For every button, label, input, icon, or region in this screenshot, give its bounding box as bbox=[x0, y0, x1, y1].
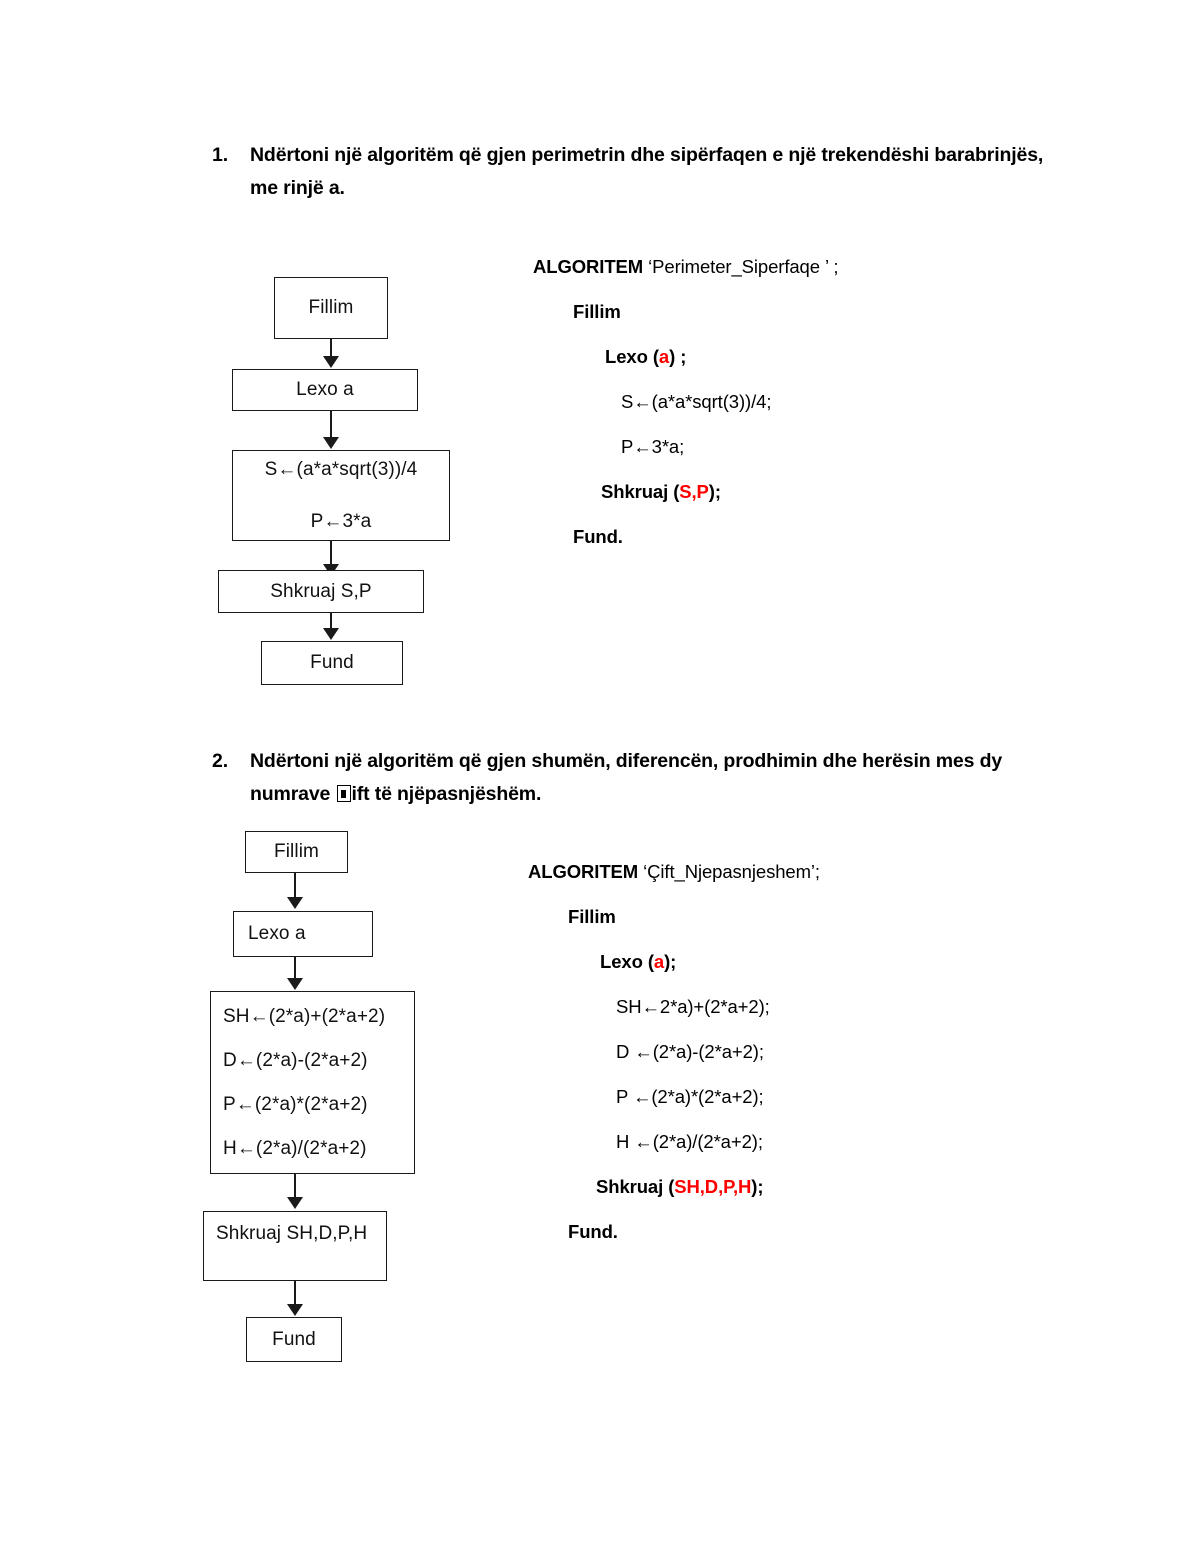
question-2-number: 2. bbox=[212, 750, 228, 772]
pseudocode-2: ALGORITEM ‘Çift_Njepasnjeshem’; Fillim L… bbox=[528, 861, 958, 1243]
pseudocode-2-write-tail: ); bbox=[751, 1176, 764, 1197]
flowchart-2-box-output: Shkruaj SH,D,P,H bbox=[203, 1211, 387, 1281]
pseudocode-1-write-vars: S,P bbox=[679, 481, 709, 502]
pseudocode-2-begin: Fillim bbox=[568, 906, 616, 927]
pseudocode-1-read-var: a bbox=[658, 346, 670, 367]
flowchart-2-input-label: Lexo a bbox=[248, 923, 306, 944]
flowchart-1-end-label: Fund bbox=[310, 652, 354, 673]
flowchart-2-arrow-2 bbox=[294, 957, 297, 979]
pseudocode-2-read-tail: ); bbox=[664, 951, 677, 972]
pseudocode-2-write-keyword: Shkruaj ( bbox=[596, 1176, 675, 1197]
flowchart-1-start-label: Fillim bbox=[308, 297, 354, 318]
flowchart-1-process-line-2: P←3*a bbox=[310, 510, 372, 532]
flowchart-1-box-input: Lexo a bbox=[232, 369, 418, 411]
pseudocode-1-assign-1: S←(a*a*sqrt(3))/4; bbox=[621, 391, 772, 412]
pseudocode-1-end: Fund. bbox=[573, 526, 623, 547]
flowchart-1-arrow-4 bbox=[330, 613, 333, 629]
flowchart-1-arrow-2 bbox=[330, 411, 333, 438]
pseudocode-2-title-name: ‘Çift_Njepasnjeshem’; bbox=[643, 861, 820, 882]
question-2-text-part-a: Ndërtoni një algoritëm që gjen shumën, d… bbox=[250, 750, 1003, 805]
pseudocode-2-title: ALGORITEM ‘Çift_Njepasnjeshem’; bbox=[528, 861, 958, 883]
pseudocode-2-read-keyword: Lexo ( bbox=[600, 951, 654, 972]
flowchart-2-box-start: Fillim bbox=[245, 831, 348, 873]
pseudocode-2-assign-3: P ←(2*a)*(2*a+2); bbox=[616, 1086, 764, 1107]
pseudocode-2-write-vars: SH,D,P,H bbox=[674, 1176, 752, 1197]
flowchart-1-process-line-1: S←(a*a*sqrt(3))/4 bbox=[264, 458, 418, 480]
pseudocode-1-begin: Fillim bbox=[573, 301, 621, 322]
question-1: 1. Ndërtoni një algoritëm që gjen perime… bbox=[212, 139, 1045, 205]
pseudocode-1-write-tail: ); bbox=[708, 481, 721, 502]
flowchart-2-output-label: Shkruaj SH,D,P,H bbox=[216, 1223, 368, 1244]
pseudocode-1-read-tail: ) ; bbox=[669, 346, 687, 367]
pseudocode-2-read-var: a bbox=[653, 951, 665, 972]
flowchart-2-process-line-1: SH←(2*a)+(2*a+2) bbox=[223, 1005, 386, 1027]
flowchart-1-arrow-1 bbox=[330, 339, 333, 357]
flowchart-2-box-process: SH←(2*a)+(2*a+2) D←(2*a)-(2*a+2) P←(2*a)… bbox=[210, 991, 415, 1174]
flowchart-1-box-start: Fillim bbox=[274, 277, 388, 339]
flowchart-2-process-line-2: D←(2*a)-(2*a+2) bbox=[223, 1049, 368, 1071]
flowchart-1-output-label: Shkruaj S,P bbox=[270, 580, 372, 602]
question-2: 2. Ndërtoni një algoritëm që gjen shumën… bbox=[212, 745, 1045, 811]
question-1-number: 1. bbox=[212, 144, 228, 166]
flowchart-2-process-line-3: P←(2*a)*(2*a+2) bbox=[223, 1093, 368, 1115]
pseudocode-2-assign-4: H ←(2*a)/(2*a+2); bbox=[616, 1131, 763, 1152]
question-1-text: Ndërtoni një algoritëm që gjen perimetri… bbox=[250, 144, 1044, 199]
question-2-text: Ndërtoni një algoritëm që gjen shumën, d… bbox=[250, 745, 1045, 811]
pseudocode-2-write: Shkruaj (SH,D,P,H); bbox=[596, 1176, 958, 1198]
pseudocode-1-title-name: ‘Perimeter_Siperfaqe ’ ; bbox=[648, 256, 839, 277]
pseudocode-2-assign-2: D ←(2*a)-(2*a+2); bbox=[616, 1041, 764, 1062]
flowchart-1-box-output: Shkruaj S,P bbox=[218, 570, 424, 613]
pseudocode-1-title: ALGORITEM ‘Perimeter_Siperfaqe ’ ; bbox=[533, 256, 963, 278]
flowchart-1-box-end: Fund bbox=[261, 641, 403, 685]
flowchart-1-input-label: Lexo a bbox=[296, 379, 354, 400]
pseudocode-1-title-keyword: ALGORITEM bbox=[533, 256, 644, 277]
flowchart-2-arrow-4 bbox=[294, 1281, 297, 1305]
flowchart-2-arrow-1 bbox=[294, 873, 297, 898]
pseudocode-2-assign-1: SH←2*a)+(2*a+2); bbox=[616, 996, 770, 1017]
flowchart-2-end-label: Fund bbox=[272, 1328, 316, 1350]
pseudocode-1: ALGORITEM ‘Perimeter_Siperfaqe ’ ; Filli… bbox=[533, 256, 963, 548]
pseudocode-1-assign-2: P←3*a; bbox=[621, 436, 685, 457]
flowchart-2-box-input: Lexo a bbox=[233, 911, 373, 957]
question-2-text-part-b: ift të njëpasnjëshëm. bbox=[351, 783, 542, 805]
missing-glyph-icon bbox=[336, 785, 351, 802]
flowchart-2-box-end: Fund bbox=[246, 1317, 342, 1362]
pseudocode-2-read: Lexo (a); bbox=[600, 951, 958, 973]
pseudocode-2-title-keyword: ALGORITEM bbox=[528, 861, 639, 882]
flowchart-1-box-process: S←(a*a*sqrt(3))/4 P←3*a bbox=[232, 450, 450, 541]
flowchart-2-start-label: Fillim bbox=[274, 841, 319, 862]
pseudocode-1-write-keyword: Shkruaj ( bbox=[601, 481, 680, 502]
flowchart-2-process-line-4: H←(2*a)/(2*a+2) bbox=[223, 1137, 367, 1159]
pseudocode-1-read: Lexo (a) ; bbox=[605, 346, 963, 368]
flowchart-1-arrow-3 bbox=[330, 541, 333, 565]
pseudocode-2-end: Fund. bbox=[568, 1221, 618, 1242]
pseudocode-1-write: Shkruaj (S,P); bbox=[601, 481, 963, 503]
pseudocode-1-read-keyword: Lexo ( bbox=[605, 346, 659, 367]
flowchart-2-arrow-3 bbox=[294, 1174, 297, 1198]
